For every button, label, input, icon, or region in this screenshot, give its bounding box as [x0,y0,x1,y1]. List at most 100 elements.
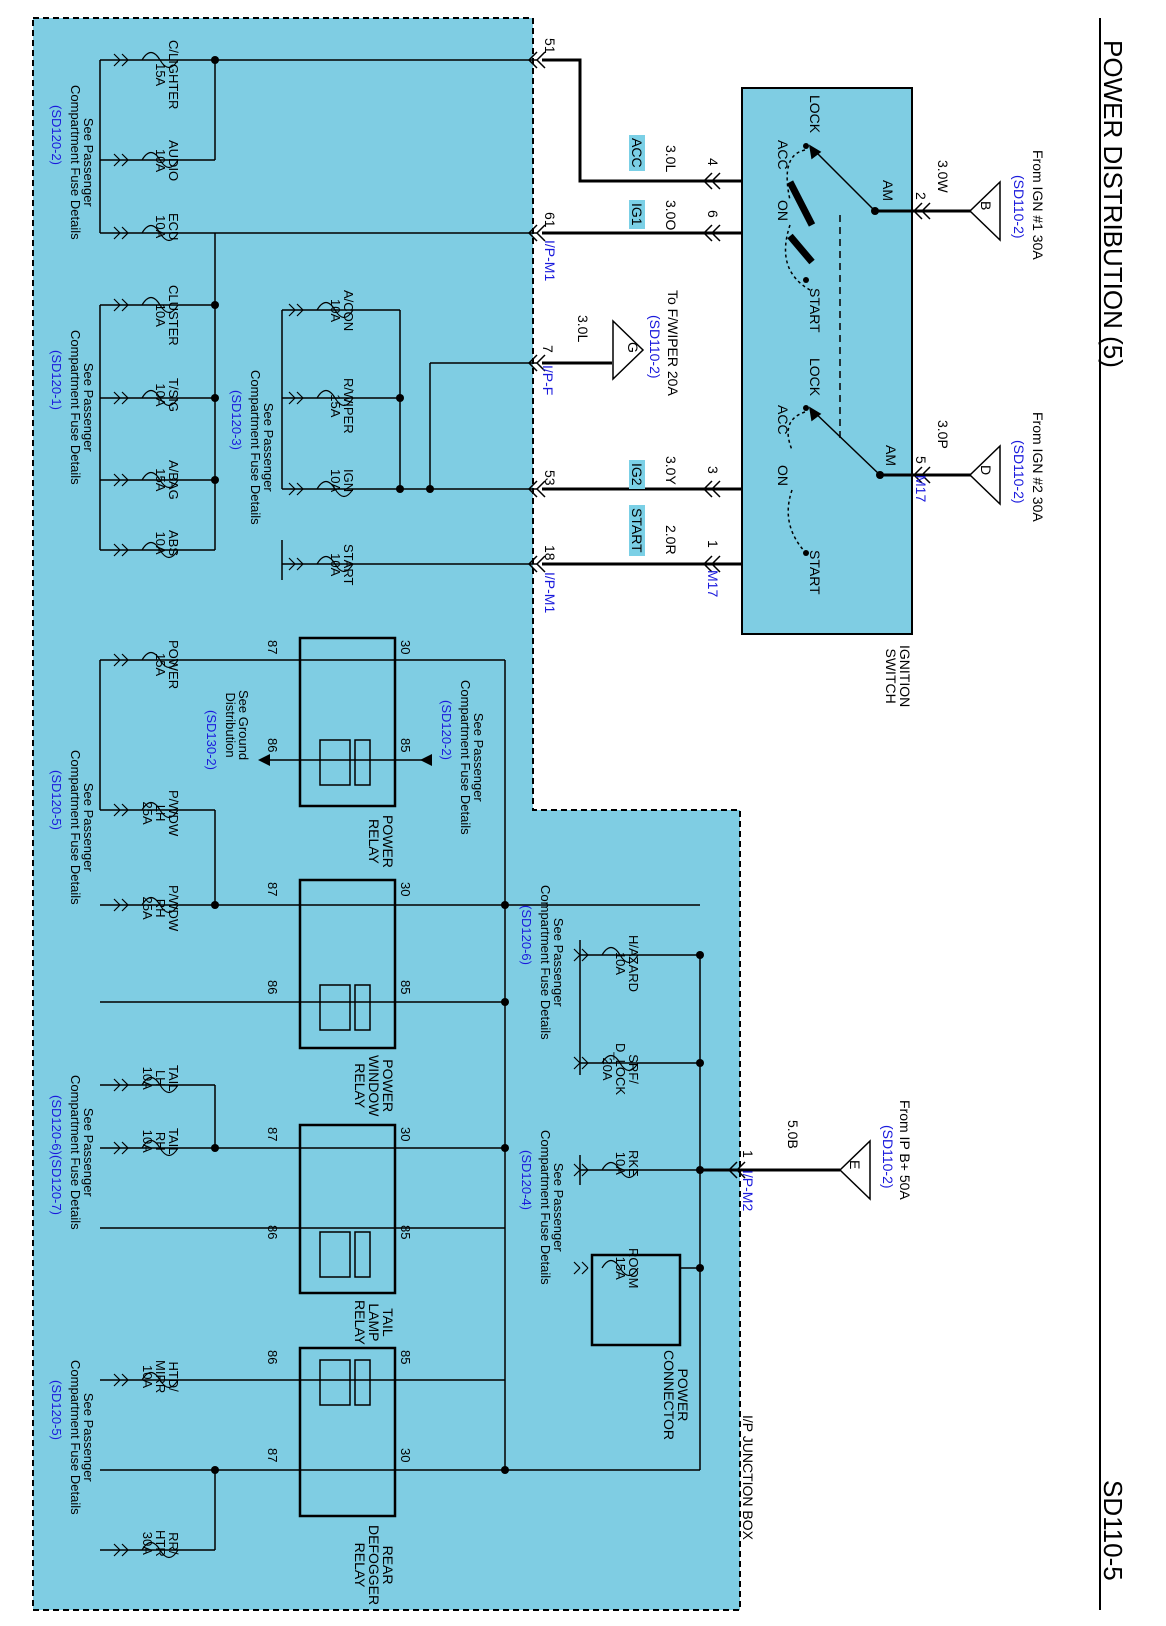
fuse-18: H/AZARD 10A [613,935,641,993]
relay-boxes [298,636,397,1518]
fuse-3: CLUSTER 10A [153,285,181,346]
fuse-symbol-5 [113,471,179,489]
note-0: See Passenger Compartment Fuse Details [68,85,96,240]
fuse-7: A/CON 10A [328,290,356,332]
fuse-19: SRF/ D_LOCK 20A [600,1043,641,1096]
switch-pin-6: 6 [705,210,721,218]
circuit-ig2-tag: IG2 [629,460,645,489]
splice-dots [211,56,704,1474]
fuse-symbol-17 [113,1541,179,1559]
note-ref-4: (SD130-2) [204,710,219,770]
pos-on-2: ON [775,465,791,486]
fuse-0: C/LIGHTER 15A [153,40,181,110]
fuse-20: RKE 10A [613,1150,641,1177]
fuse-2: ECU 10A [153,213,181,241]
pos-am-2: AM [883,445,899,466]
source-ign2-ref: (SD110-2) [1011,440,1027,504]
fuse-10: START 10A [328,544,356,586]
switch-pin-3: 3 [705,466,721,474]
note-3: See Passenger Compartment Fuse Details [458,680,486,835]
fuse-symbol-14 [113,1076,179,1094]
pos-lock-1: LOCK [807,95,823,134]
circuit-acc-tag: ACC [629,135,645,171]
fuse-16: HTD/ MIRR 10A [140,1360,181,1394]
fuse-9: IGN 10A [328,469,356,493]
relay-0-pin-0: 30 [398,640,413,655]
note-5: See Passenger Compartment Fuse Details [68,750,96,905]
circuit-ig1-pin: 61 [542,212,558,228]
note-1: See Passenger Compartment Fuse Details [68,330,96,485]
note-6: See Passenger Compartment Fuse Details [538,885,566,1040]
note-ref-9: (SD120-5) [49,1380,64,1440]
pos-start-1: START [807,288,823,333]
source-ign2-label: From IGN #2 30A [1030,412,1046,522]
power-connector-box [590,1253,682,1347]
circuit-start-wire: 2.0R [663,525,679,555]
fuse-symbol-12 [113,801,179,819]
relay-0-pin-2: 87 [265,640,280,655]
pos-start-2: START [807,550,823,595]
relay-2-pin-3: 86 [265,1225,280,1240]
circuit-ig1-conn: I/P-M1 [542,240,558,282]
fuse-symbol-16 [113,1371,179,1389]
note-ref-3: (SD120-2) [439,700,454,760]
switch-pin-4: 4 [705,158,721,166]
switch-pin-1: 1 [705,540,721,548]
fuse-symbol-0 [113,51,179,69]
source-bplus-letter: E [847,1160,863,1170]
fuse-symbol-18 [573,946,639,964]
source-ign2-pin: 5 [913,456,929,464]
fuse-4: T/SIG 10A [153,378,181,412]
source-ign2-letter: D [978,465,994,476]
relay-1-pin-1: 85 [398,980,413,995]
source-bplus-ref: (SD110-2) [880,1125,896,1189]
source-bplus-pin: 1 [740,1150,756,1158]
page-title: POWER DISTRIBUTION (5) [1098,40,1128,368]
ignition-switch-body [741,87,913,635]
note-ref-6: (SD120-6) [519,905,534,965]
relay-window-label: POWER WINDOW RELAY [352,1055,396,1117]
fuse-symbol-3 [113,296,179,314]
fuse-symbol-20 [573,1161,639,1179]
source-fwiper-wire: 3.0L [575,315,591,343]
fuse-symbol-21 [573,1259,639,1277]
note-7: See Passenger Compartment Fuse Details [538,1130,566,1285]
circuit-ig1-wire: 3.0O [663,200,679,231]
circuit-acc-wire: 3.0L [663,145,679,173]
source-ign1-wire: 3.0W [935,160,951,193]
note-8: See Passenger Compartment Fuse Details [68,1075,96,1230]
note-ref-2: (SD120-3) [229,390,244,450]
note-4: See Ground Distribution [223,690,251,761]
fuse-14: TAIL LH 10A [140,1065,181,1092]
power-connector-label: POWER CONNECTOR [661,1350,691,1440]
pos-am-1: AM [880,180,896,201]
source-ign2-conn: M17 [913,475,929,503]
fuse-symbol-11 [113,651,179,669]
fuse-15: TAIL RH 10A [140,1128,181,1155]
source-fwiper-conn: I/P-F [540,365,556,396]
source-bplus-label: From IP B+ 50A [897,1100,913,1200]
fuse-symbol-6 [113,541,179,559]
switch-section-1 [784,144,876,291]
fuse-1: AUDIO 10A [153,140,181,182]
note-ref-7: (SD120-4) [519,1150,534,1210]
fuse-symbol-19 [573,1054,639,1072]
fuse-13: P/WDW RH 25A [140,885,181,932]
note-ref-8: (SD120-6)(SD120-7) [49,1095,64,1215]
source-fwiper-ref: (SD110-2) [647,315,663,379]
switch-outputs [542,58,742,566]
fuse-6: ABS 10A [153,530,181,557]
fuse-12: P/WDW LH 25A [140,790,181,837]
pos-acc-1: ACC [775,140,791,170]
fuse-symbol-15 [113,1139,179,1157]
fuse-8: R/WIPER 15A [328,378,356,434]
relay-1-pin-3: 86 [265,980,280,995]
relay-3-pin-1: 30 [398,1448,413,1463]
relay-defog-label: REAR DEFOGGER RELAY [352,1525,396,1606]
relay-3-pin-3: 87 [265,1448,280,1463]
source-fwiper-pin: 7 [540,345,556,353]
source-ign2-wire: 3.0P [935,420,951,449]
source-ign1-letter: B [978,201,994,211]
circuit-ig2-wire: 3.0Y [663,456,679,485]
source-triangles [612,180,1001,1201]
